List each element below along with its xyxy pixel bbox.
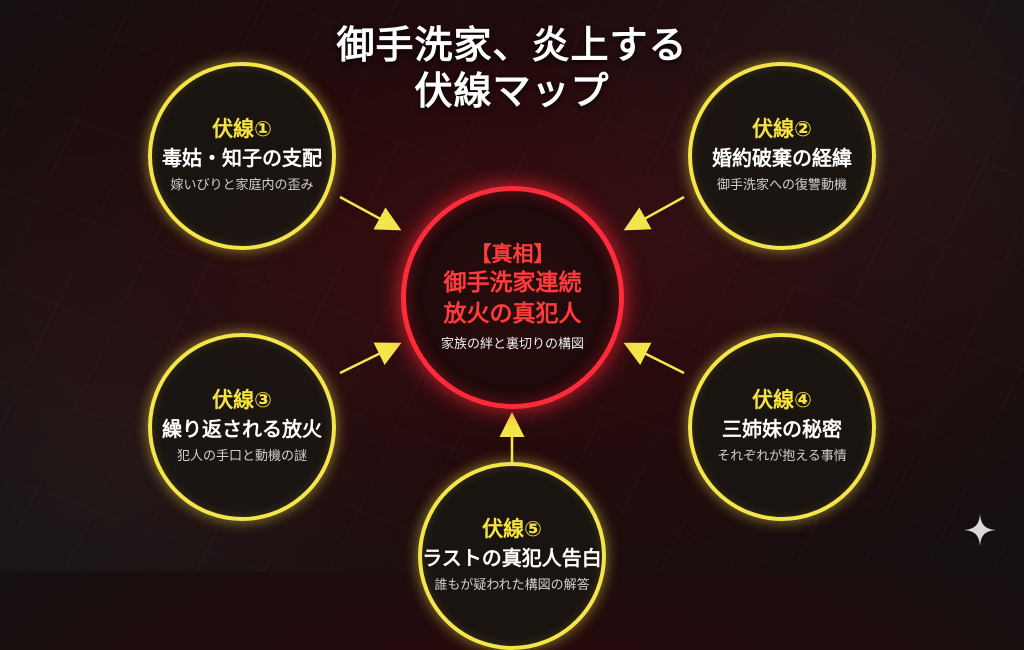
- sparkle-icon: [964, 514, 996, 546]
- arrow-hint-2: [623, 195, 685, 231]
- title-line-1: 御手洗家、炎上する: [336, 23, 688, 67]
- hint-subtitle: 誰もが疑われた構図の解答: [434, 578, 590, 593]
- hint-node-4: 伏線④ 三姉妹の秘密 それぞれが抱える事情: [688, 333, 876, 521]
- arrow-hint-3: [339, 342, 402, 375]
- arrows: [339, 195, 685, 462]
- truth-tag: 【真相】: [470, 241, 555, 266]
- hint-subtitle: 嫁いびりと家庭内の歪み: [170, 178, 314, 193]
- hint-node-1: 伏線① 毒姑・知子の支配 嫁いびりと家庭内の歪み: [148, 62, 336, 250]
- hint-node-3: 伏線③ 繰り返される放火 犯人の手口と動機の謎: [148, 333, 336, 521]
- title-line-2: 伏線マップ: [414, 69, 610, 113]
- hint-name: 三姉妹の秘密: [722, 417, 842, 441]
- hint-name: 婚約破棄の経緯: [712, 146, 852, 170]
- hint-subtitle: 犯人の手口と動機の謎: [176, 449, 307, 464]
- hint-label: 伏線②: [752, 117, 812, 141]
- hint-subtitle: それぞれが抱える事情: [717, 449, 847, 464]
- hint-label: 伏線④: [752, 388, 812, 412]
- hint-name: ラストの真犯人告白: [422, 546, 602, 570]
- page-title: 御手洗家、炎上する 伏線マップ: [0, 22, 1024, 114]
- truth-subtitle: 家族の絆と裏切りの構図: [440, 336, 584, 352]
- arrow-hint-4: [623, 342, 685, 375]
- hint-label: 伏線①: [212, 117, 272, 141]
- hint-node-2: 伏線② 婚約破棄の経緯 御手洗家への復讐動機: [688, 62, 876, 250]
- hint-label: 伏線③: [212, 388, 272, 412]
- hint-name: 毒姑・知子の支配: [162, 146, 322, 170]
- hint-name: 繰り返される放火: [162, 417, 322, 441]
- truth-node: 【真相】 御手洗家連続 放火の真犯人 家族の絆と裏切りの構図: [401, 186, 624, 409]
- hint-node-5: 伏線⑤ ラストの真犯人告白 誰もが疑われた構図の解答: [418, 462, 606, 650]
- hint-label: 伏線⑤: [482, 517, 542, 541]
- arrow-hint-1: [339, 195, 402, 231]
- truth-name-line-1: 御手洗家連続: [443, 269, 582, 296]
- truth-name-line-2: 放火の真犯人: [443, 300, 582, 327]
- hint-subtitle: 御手洗家への復讐動機: [716, 178, 847, 193]
